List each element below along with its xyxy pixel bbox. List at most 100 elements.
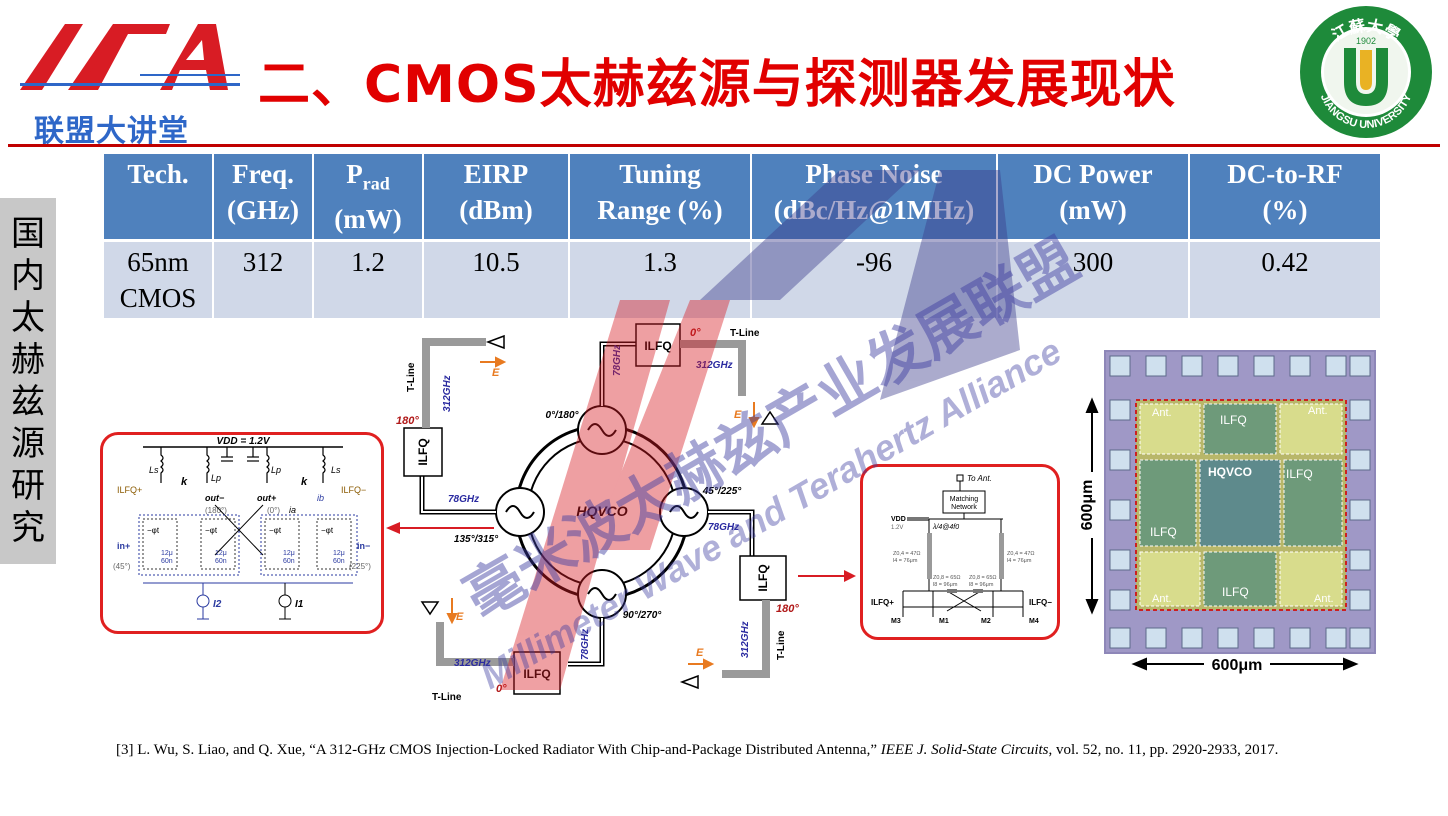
width-label-3: 12μ	[283, 550, 295, 557]
f78-bottom: 78GHz	[580, 629, 591, 660]
k-label-left: k	[181, 476, 188, 488]
ilfq-top: ILFQ	[644, 339, 671, 353]
vdd-label: VDD = 1.2V	[216, 436, 270, 447]
lambda-label: λ/4@4f0	[932, 524, 959, 531]
cell-efficiency: 0.42	[1189, 239, 1380, 319]
performance-table: Tech. Freq.(GHz) Prad(mW) EIRP(dBm) Tuni…	[104, 154, 1380, 319]
phase-90-270: 90°/270°	[623, 610, 663, 621]
l-mid-1: l8 = 96μm	[933, 582, 958, 588]
m2-label: M2	[981, 618, 991, 625]
e-field-bottom: E	[696, 647, 704, 659]
header-dc-power: DC Power(mW)	[997, 154, 1190, 241]
width-label-1: 12μ	[161, 550, 173, 557]
network-label: Network	[951, 504, 977, 511]
arrow-to-left-panel	[386, 522, 494, 534]
ilfq-left: ILFQ	[416, 438, 430, 465]
header-efficiency: DC-to-RF(%)	[1189, 154, 1380, 241]
f78-left: 78GHz	[448, 494, 479, 505]
vdd-value: 1.2V	[891, 525, 903, 531]
e-field-right: E	[734, 409, 742, 421]
width-label-2: 12μ	[215, 550, 227, 557]
ilfq-label-right: ILFQ	[1286, 467, 1313, 481]
ilfq-label-left: ILFQ	[1150, 525, 1177, 539]
ib-label: ib	[317, 493, 324, 503]
cell-phase-noise: -96	[751, 239, 998, 319]
side-section-tab: 国 内 太 赫 兹 源 研 究	[0, 198, 56, 564]
ilfq-minus-label: ILFQ−	[341, 485, 366, 495]
header-freq: Freq.(GHz)	[213, 154, 314, 241]
in-minus-label: in−	[357, 541, 370, 551]
side-tab-char: 研	[11, 466, 45, 506]
side-tab-char: 国	[11, 214, 45, 254]
side-tab-char: 太	[11, 298, 45, 338]
side-tab-char: 内	[11, 256, 45, 296]
z-mid-2: Z0,8 = 65Ω	[969, 575, 997, 581]
arrow-to-right-panel	[798, 570, 856, 582]
m1-label: M1	[939, 618, 949, 625]
deg180-label: (180°)	[205, 506, 227, 515]
f78-top: 78GHz	[612, 345, 623, 376]
tline-top: T-Line	[730, 328, 760, 339]
ant-label-bl: Ant.	[1152, 593, 1172, 605]
ant-label-tl: Ant.	[1152, 407, 1172, 419]
logo-text: 联盟大讲堂	[34, 114, 189, 149]
k-label-right: k	[301, 476, 308, 488]
seal-year: 1902	[1356, 36, 1376, 46]
i2-label: I2	[213, 599, 222, 610]
e-field-top: E	[492, 367, 500, 379]
deg0-bottom: 0°	[496, 683, 507, 695]
e-field-left: E	[456, 611, 464, 623]
l-right: l4 = 76μm	[1007, 558, 1032, 564]
phase-0-180: 0°/180°	[545, 410, 579, 421]
chip-micrograph: Ant. Ant. Ant. Ant. ILFQ ILFQ ILFQ ILFQ …	[1079, 340, 1380, 680]
side-tab-char: 源	[11, 424, 45, 464]
m4-label: M4	[1029, 618, 1039, 625]
ilfq-label-bottom: ILFQ	[1222, 585, 1249, 599]
phase-135-315: 135°/315°	[454, 534, 499, 545]
quad-vco-diagram: HQVCO 0°/180° 45°/225° 90°/270° 135°/315…	[396, 323, 799, 703]
side-tab-char: 赫	[11, 340, 45, 380]
chip-micrograph-image: Ant. Ant. Ant. Ant. ILFQ ILFQ ILFQ ILFQ …	[1079, 350, 1376, 674]
tline-right: T-Line	[776, 630, 787, 660]
ilfq-schematic-panel: To Ant. Matching Network VDD 1.2V λ/4@4f…	[860, 464, 1060, 640]
header-phase-noise: Phase Noise(dBc/Hz@1MHz)	[751, 154, 998, 241]
f78-right: 78GHz	[708, 522, 739, 533]
deg180-right: 180°	[776, 603, 799, 615]
page-title: 二、CMOS太赫兹源与探测器发展现状	[258, 55, 1176, 115]
ant-label-tr: Ant.	[1308, 405, 1328, 417]
cell-tuning: 1.3	[569, 239, 752, 319]
ilfq-label-top: ILFQ	[1220, 413, 1247, 427]
f312-bottom: 312GHz	[454, 658, 491, 669]
hqvco-label: HQVCO	[576, 503, 627, 519]
ilfq-minus: ILFQ−	[1029, 598, 1052, 607]
cell-eirp: 10.5	[423, 239, 570, 319]
lp-label-left: Lp	[211, 473, 221, 483]
ant-label-br: Ant.	[1314, 593, 1334, 605]
width-label-4: 12μ	[333, 550, 345, 557]
header-prad: Prad(mW)	[313, 154, 424, 241]
phase-45-225: 45°/225°	[702, 486, 743, 497]
phase-shifter-2: −φt	[205, 526, 218, 535]
tline-left: T-Line	[406, 362, 417, 392]
f312-top: 312GHz	[696, 360, 733, 371]
cell-prad: 1.2	[313, 239, 424, 319]
side-tab-char: 究	[11, 508, 45, 548]
length-label-3: 60n	[283, 558, 295, 565]
dim-horizontal: 600μm	[1212, 657, 1263, 674]
i1-label: I1	[295, 599, 304, 610]
length-label-1: 60n	[161, 558, 173, 565]
ia-label: ia	[289, 505, 296, 515]
f312-left: 312GHz	[442, 375, 453, 412]
in-plus-label: in+	[117, 541, 130, 551]
oscillator-schematic-panel: VDD = 1.2V Ls Lp Lp Ls k k ILFQ+ ILFQ− o…	[100, 432, 384, 634]
length-label-4: 60n	[333, 558, 345, 565]
length-label-2: 60n	[215, 558, 227, 565]
ilfq-bottom: ILFQ	[523, 667, 550, 681]
table-header-row: Tech. Freq.(GHz) Prad(mW) EIRP(dBm) Tuni…	[104, 154, 1380, 241]
f312-right: 312GHz	[740, 621, 751, 658]
hqvco-label: HQVCO	[1208, 465, 1252, 479]
ilfq-right: ILFQ	[756, 564, 770, 591]
oscillator-schematic: VDD = 1.2V Ls Lp Lp Ls k k ILFQ+ ILFQ− o…	[113, 436, 371, 620]
